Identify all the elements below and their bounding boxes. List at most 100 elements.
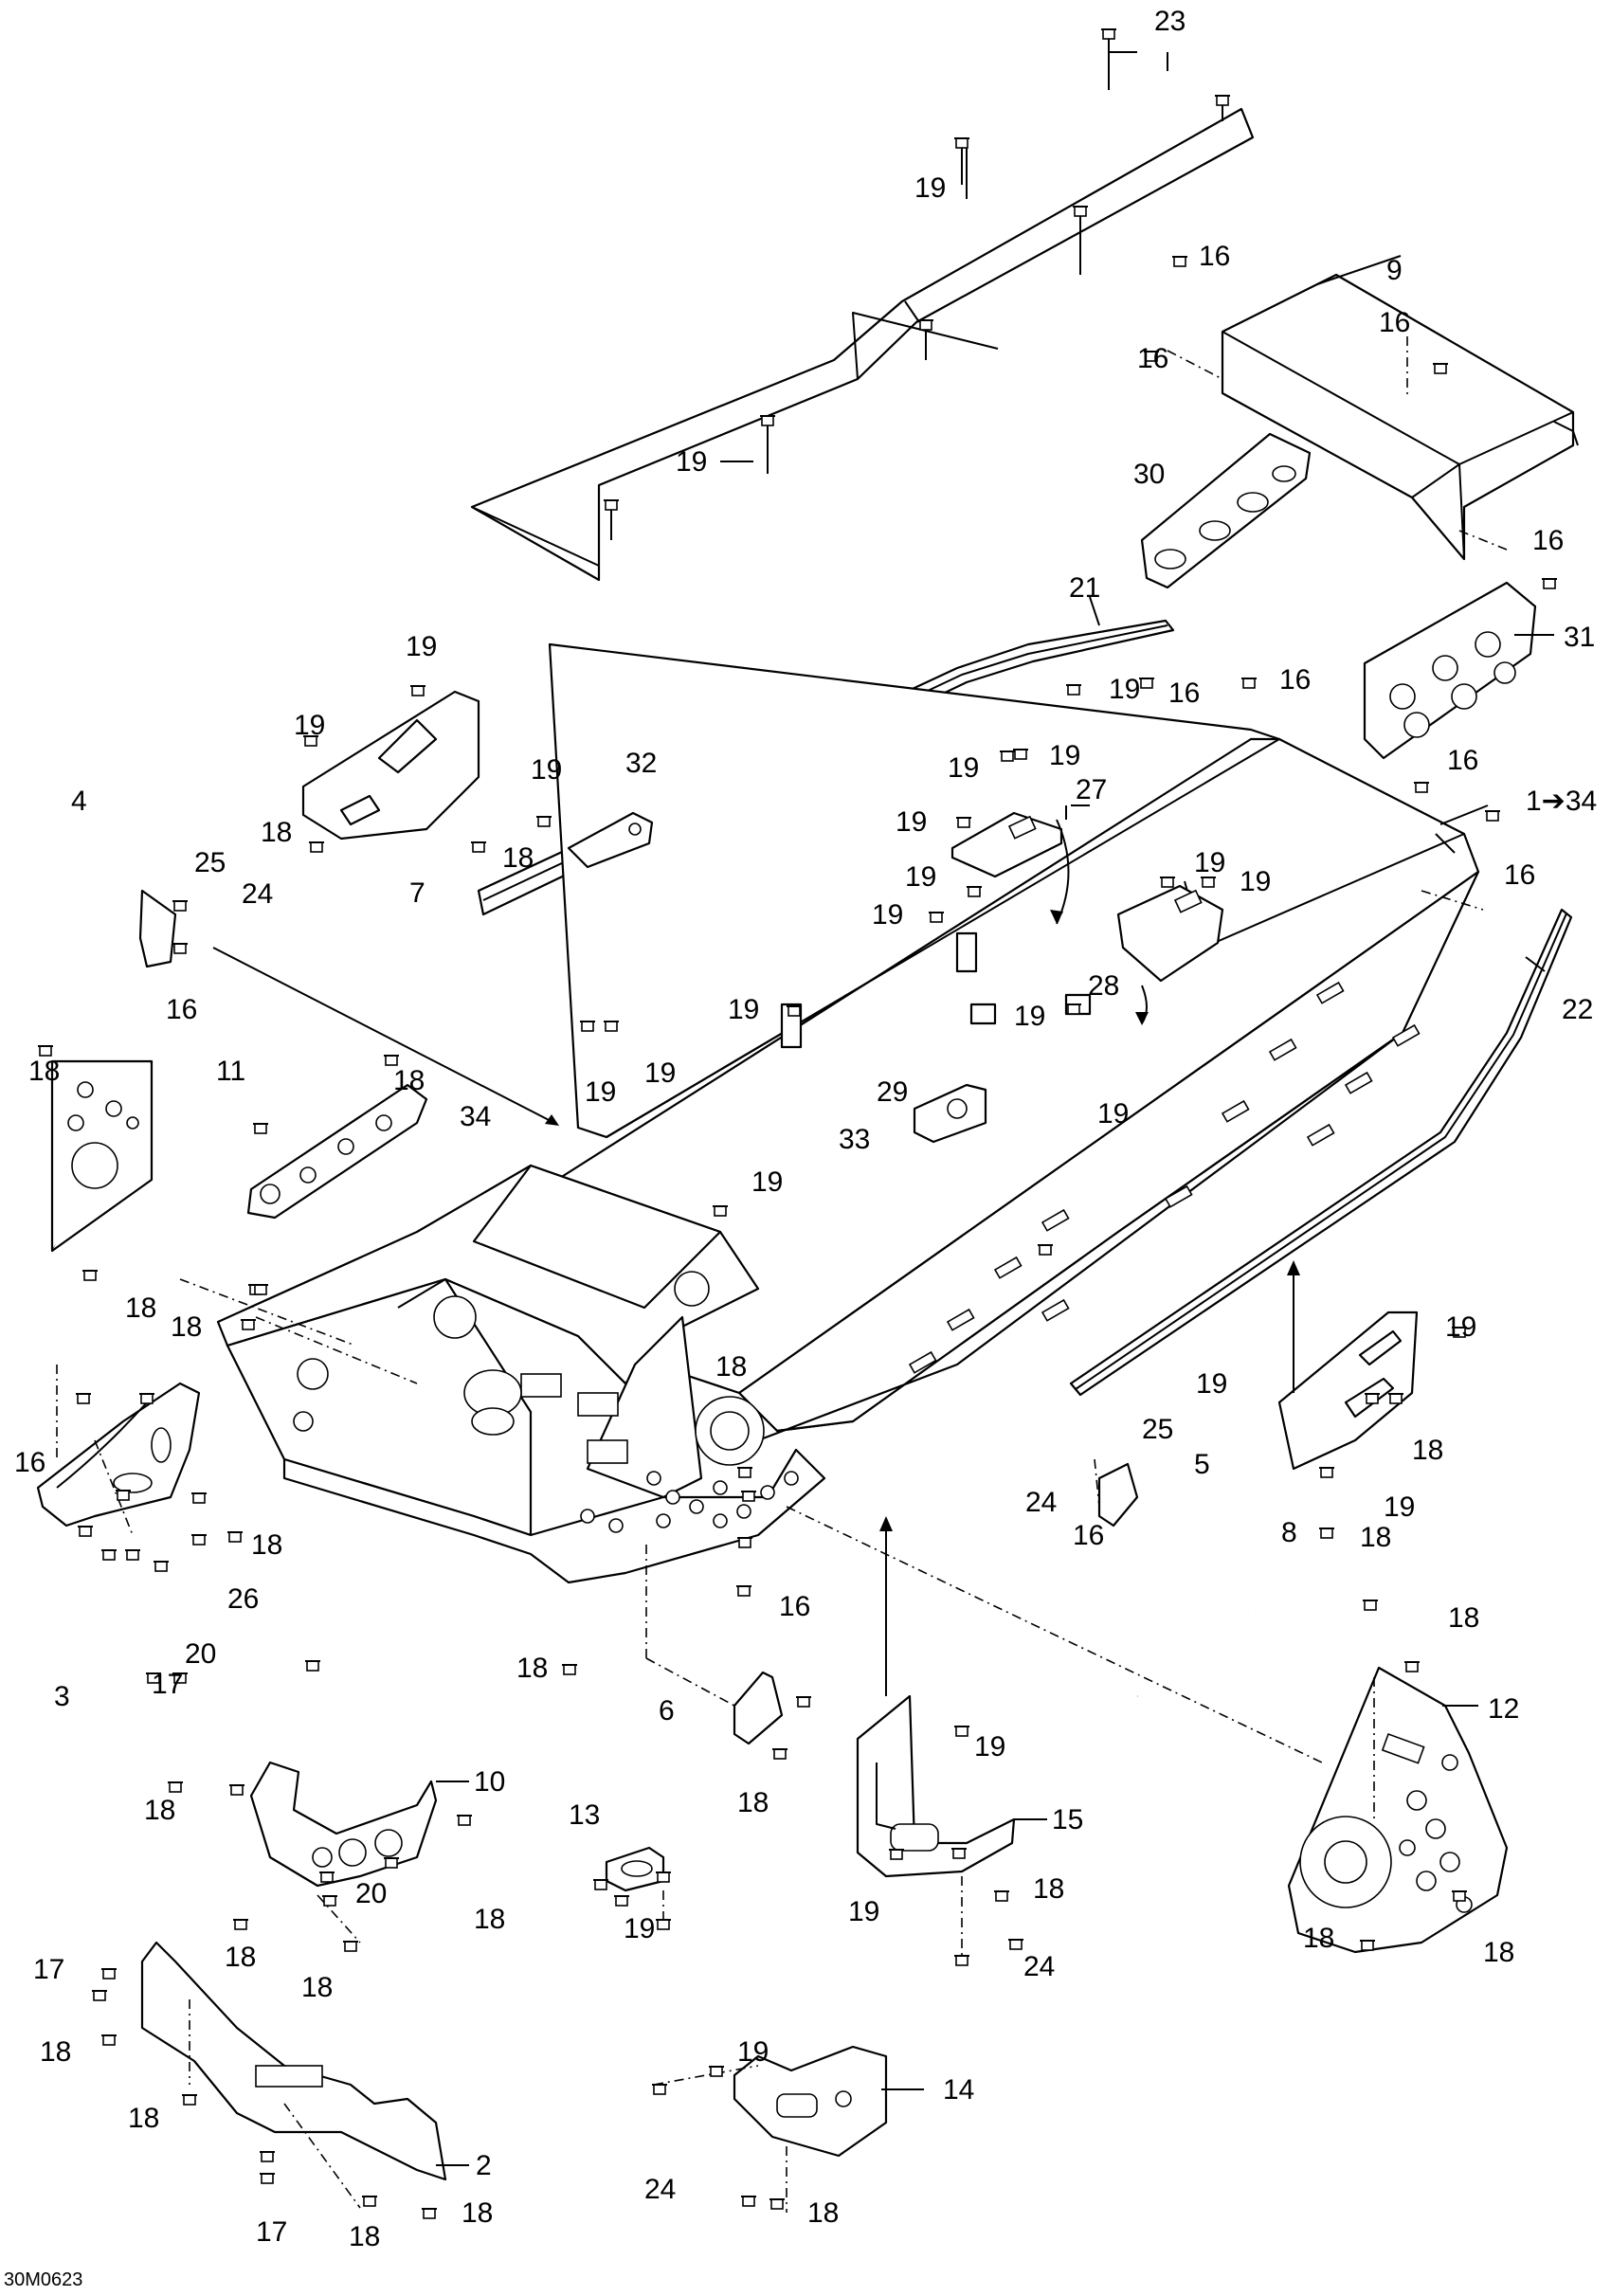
callout-19: 19 — [848, 1896, 879, 1927]
callout-19: 19 — [948, 752, 979, 784]
callout-10: 10 — [474, 1766, 505, 1798]
callout-16: 16 — [1504, 859, 1535, 891]
callout-16: 16 — [1073, 1520, 1104, 1551]
part-3-bracket — [36, 1382, 201, 1528]
callout-19: 19 — [737, 2036, 769, 2068]
callout-16: 16 — [1447, 745, 1478, 776]
callout-16: 16 — [1199, 241, 1230, 272]
callout-32: 32 — [625, 748, 657, 779]
callout-16: 16 — [1168, 678, 1200, 709]
part-27-bracket — [950, 811, 1063, 878]
callout-17: 17 — [152, 1669, 183, 1700]
callout-18: 18 — [516, 1653, 548, 1684]
callout-19: 19 — [676, 446, 707, 478]
callout-19: 19 — [974, 1731, 1005, 1763]
callout-16: 16 — [1137, 343, 1168, 374]
callout-12: 12 — [1488, 1693, 1519, 1725]
callout-19: 19 — [1384, 1491, 1415, 1523]
callout-8: 8 — [1281, 1517, 1297, 1548]
callout-24: 24 — [644, 2174, 676, 2205]
drawing-code: 30M0623 — [4, 2269, 82, 2290]
callout-18: 18 — [261, 817, 292, 848]
callout-18: 18 — [1412, 1435, 1443, 1466]
part-34-bracket — [246, 1083, 428, 1220]
callout-18: 18 — [301, 1972, 333, 2003]
callout-19: 19 — [624, 1913, 655, 1944]
callout-18: 18 — [1303, 1923, 1334, 1954]
callout-16: 16 — [14, 1447, 45, 1478]
callout-24: 24 — [1023, 1951, 1055, 1982]
callout-20: 20 — [185, 1638, 216, 1670]
part-28-bracket — [1116, 884, 1224, 983]
callout-18: 18 — [807, 2197, 839, 2229]
part-11-bracket — [50, 1059, 154, 1253]
callout-19: 19 — [896, 806, 927, 838]
callout-25: 25 — [194, 847, 226, 878]
part-2-bracket — [140, 1941, 447, 2181]
part-14-bracket — [733, 2045, 888, 2158]
callout-18: 18 — [393, 1065, 425, 1096]
callout-18: 18 — [1448, 1602, 1479, 1634]
callout-19: 19 — [905, 861, 936, 893]
callout-18: 18 — [128, 2103, 159, 2134]
callout-19: 19 — [294, 710, 325, 741]
callout-19: 19 — [1194, 847, 1225, 878]
callout-6: 6 — [659, 1695, 675, 1727]
callout-17: 17 — [256, 2216, 287, 2248]
callout-18: 18 — [225, 1942, 256, 1973]
callout-19: 19 — [1097, 1098, 1129, 1130]
callout-24: 24 — [242, 878, 273, 910]
callout-5: 5 — [1194, 1449, 1210, 1480]
part-32-bracket — [567, 811, 654, 869]
callout-18: 18 — [171, 1311, 202, 1343]
part-15-bracket — [856, 1694, 1016, 1878]
callout-3: 3 — [54, 1681, 70, 1712]
callout-16: 16 — [779, 1591, 810, 1622]
callout-24: 24 — [1025, 1487, 1057, 1518]
callout-19: 19 — [872, 899, 903, 931]
callout-20: 20 — [355, 1878, 387, 1909]
callout-18: 18 — [251, 1529, 282, 1561]
callout-19: 19 — [751, 1166, 783, 1198]
callout-25: 25 — [1142, 1414, 1173, 1445]
callout-29: 29 — [877, 1076, 908, 1108]
callout-18: 18 — [715, 1351, 747, 1383]
callout-19: 19 — [1049, 740, 1080, 771]
part-22-rail — [1069, 908, 1573, 1397]
callout-33: 33 — [839, 1124, 870, 1155]
callout-19: 19 — [914, 172, 946, 204]
callout-18: 18 — [40, 2036, 71, 2068]
leader-lines — [56, 38, 1554, 2213]
callout-4: 4 — [71, 786, 87, 817]
callout-18: 18 — [125, 1293, 156, 1324]
part-13-bracket — [605, 1846, 665, 1892]
callout-19: 19 — [1240, 866, 1271, 897]
callout-18: 18 — [144, 1795, 175, 1826]
callout-18: 18 — [1360, 1522, 1391, 1553]
callout-18: 18 — [1033, 1873, 1064, 1905]
part-30-shield — [1140, 432, 1312, 589]
callout-18: 18 — [1483, 1937, 1514, 1968]
callout-labels: 23 19 19 16 9 16 16 30 16 31 21 19 16 16… — [4, 6, 1597, 2290]
callout-18: 18 — [474, 1904, 505, 1935]
callout-1-34: 1➔34 — [1526, 786, 1597, 817]
part-31-shield — [1363, 581, 1537, 760]
footrest-slots — [908, 981, 1421, 1374]
callout-18: 18 — [349, 2221, 380, 2252]
callout-19: 19 — [728, 994, 759, 1025]
callout-16: 16 — [1279, 664, 1311, 696]
callout-13: 13 — [569, 1799, 600, 1831]
callout-26: 26 — [227, 1583, 259, 1615]
callout-19: 19 — [531, 754, 562, 786]
callout-18: 18 — [502, 842, 534, 874]
callout-18: 18 — [737, 1787, 769, 1818]
callout-23: 23 — [1154, 6, 1186, 37]
lower-plate-holes — [580, 1471, 799, 1533]
callout-27: 27 — [1076, 774, 1107, 805]
callout-9: 9 — [1386, 255, 1403, 286]
callout-16: 16 — [166, 994, 197, 1025]
callout-34: 34 — [460, 1101, 491, 1132]
callout-19: 19 — [406, 631, 437, 662]
callout-17: 17 — [33, 1954, 64, 1985]
